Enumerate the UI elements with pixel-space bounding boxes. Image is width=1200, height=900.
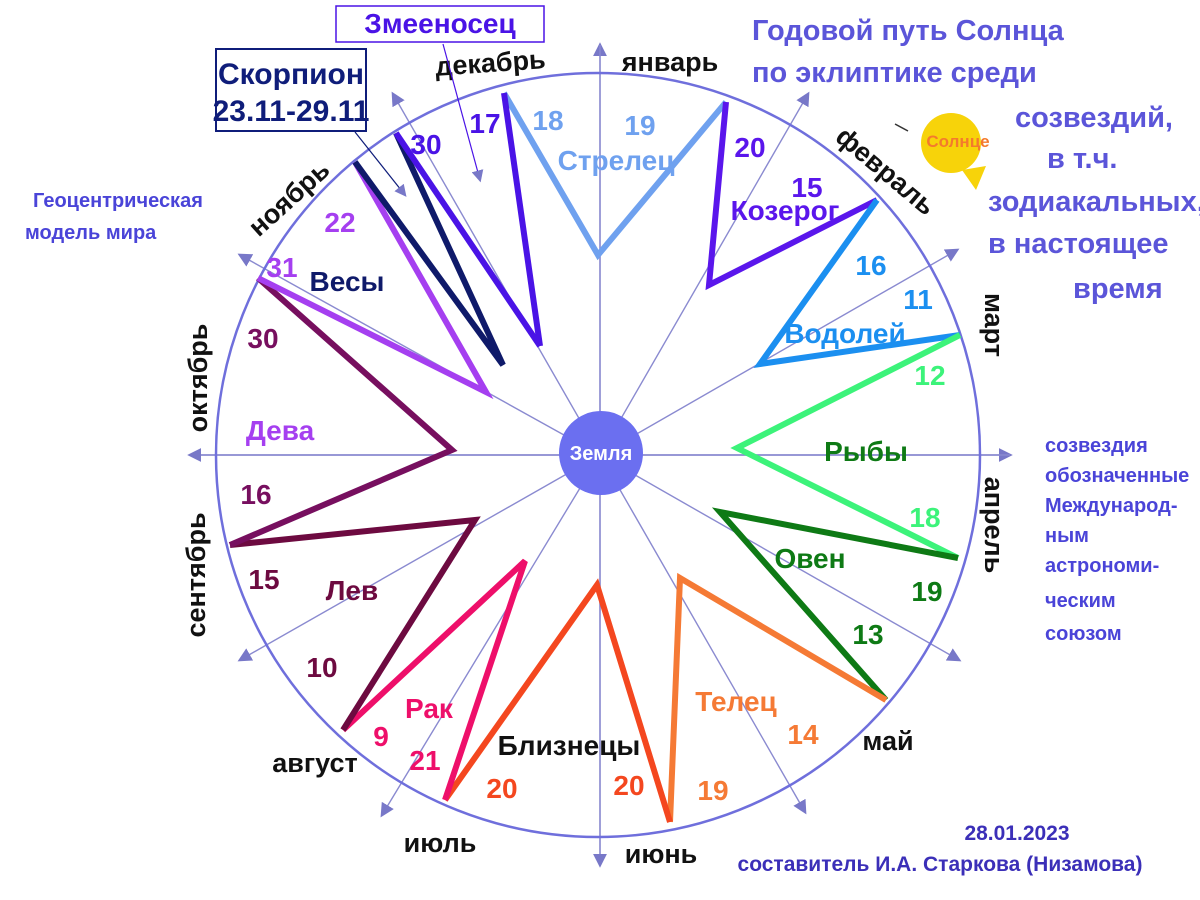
month-march: март [979, 293, 1009, 357]
ophiuchus-box [335, 5, 545, 43]
wedge-gemini [442, 578, 673, 823]
date-19-apr: 19 [911, 576, 942, 607]
scorpio-pointer [354, 131, 407, 197]
date-17-dec: 17 [469, 108, 500, 139]
radial-axes [187, 42, 1013, 868]
earth-disk [559, 411, 643, 495]
month-january: январь [621, 47, 718, 77]
wedge-taurus [667, 572, 888, 823]
title-line-4: в т.ч. [1047, 143, 1118, 175]
title-line-1: Годовой путь Солнца [752, 15, 1065, 47]
date-16-feb: 16 [855, 250, 886, 281]
right-note: созвездия обозначенные Международ- ным а… [1045, 435, 1189, 645]
date-31-oct: 31 [266, 252, 297, 283]
wedge-aquarius [753, 198, 961, 368]
sun-label: Солнце [926, 132, 989, 151]
wedge-ophiuchus [501, 92, 543, 347]
date-18-apr: 18 [909, 502, 940, 533]
svg-text:ческим: ческим [1045, 590, 1116, 612]
svg-text:астрономи-: астрономи- [1045, 555, 1159, 577]
date-16-sep: 16 [240, 479, 271, 510]
wedge-pisces [730, 332, 962, 561]
scorpio-name: Скорпион [218, 58, 364, 91]
left-note-line-2: модель мира [25, 222, 157, 244]
label-taurus: Телец [695, 686, 776, 717]
label-pisces: Рыбы [824, 436, 908, 467]
label-capricorn: Козерог [731, 195, 840, 226]
label-aries: Овен [774, 543, 845, 574]
date-19-jan: 19 [624, 110, 655, 141]
date-20-jul: 20 [486, 773, 517, 804]
credit-date: 28.01.2023 [964, 822, 1069, 845]
left-note-line-1: Геоцентрическая [33, 190, 203, 212]
title-line-2: по эклиптике среди [752, 57, 1037, 89]
svg-text:ным: ным [1045, 525, 1089, 547]
date-30-oct: 30 [247, 323, 278, 354]
wedge-cancer [340, 558, 528, 801]
ophiuchus-label: Змееносец [364, 8, 515, 39]
date-19-jun: 19 [697, 775, 728, 806]
ophiuchus-pointer [442, 43, 484, 183]
month-may: май [862, 726, 913, 756]
svg-text:Международ-: Международ- [1045, 495, 1178, 517]
wedge-ophiuchus-link [393, 131, 543, 348]
scorpio-box [215, 48, 367, 132]
svg-text:обозначенные: обозначенные [1045, 465, 1189, 487]
earth-label: Земля [570, 443, 633, 465]
date-14-may: 14 [787, 719, 819, 750]
label-virgo: Дева [246, 415, 315, 446]
wedge-leo [229, 516, 481, 732]
date-21-jul: 21 [409, 745, 440, 776]
wedge-capricorn [705, 101, 879, 291]
date-13-may: 13 [852, 619, 883, 650]
date-22-nov: 22 [324, 207, 355, 238]
wedge-sagittarius [501, 91, 729, 261]
wedge-virgo [228, 275, 458, 548]
wedge-scorpio [352, 131, 506, 367]
wedge-aries [711, 507, 959, 702]
month-june: июнь [625, 839, 698, 869]
date-30-nov: 30 [410, 129, 441, 160]
svg-text:созвездия: созвездия [1045, 435, 1148, 457]
wedge-libra [256, 160, 494, 400]
date-15-feb: 15 [791, 172, 822, 203]
label-cancer: Рак [405, 693, 454, 724]
month-august: август [272, 748, 357, 778]
date-20-jan: 20 [734, 132, 765, 163]
date-18-dec: 18 [532, 105, 563, 136]
month-july: июль [404, 828, 477, 858]
date-15-sep: 15 [248, 564, 279, 595]
date-9-aug: 9 [373, 721, 389, 752]
month-april: апрель [979, 477, 1009, 574]
label-aquarius: Водолей [784, 318, 905, 349]
label-gemini: Близнецы [498, 730, 641, 761]
date-10-aug: 10 [306, 652, 337, 683]
scorpio-dates: 23.11-29.11 [213, 95, 370, 128]
date-12-mar: 12 [914, 360, 945, 391]
month-september: сентябрь [181, 512, 211, 637]
date-20-jun: 20 [613, 770, 644, 801]
credit-author: составитель И.А. Старкова (Низамова) [738, 853, 1143, 876]
month-october: октябрь [183, 324, 213, 433]
title-line-3: созвездий, [1015, 102, 1173, 134]
svg-text:союзом: союзом [1045, 623, 1122, 645]
month-december: декабрь [434, 44, 546, 82]
date-11-mar: 11 [903, 284, 933, 315]
title-line-6: в настоящее [988, 228, 1168, 260]
label-libra: Весы [310, 266, 385, 297]
sun-icon: Солнце [894, 113, 990, 190]
label-sagittarius: Стрелец [558, 145, 675, 176]
ecliptic-circle [214, 71, 982, 839]
label-leo: Лев [326, 575, 378, 606]
title-line-7: время [1073, 273, 1163, 305]
title-line-5: зодиакальных, [988, 186, 1200, 218]
